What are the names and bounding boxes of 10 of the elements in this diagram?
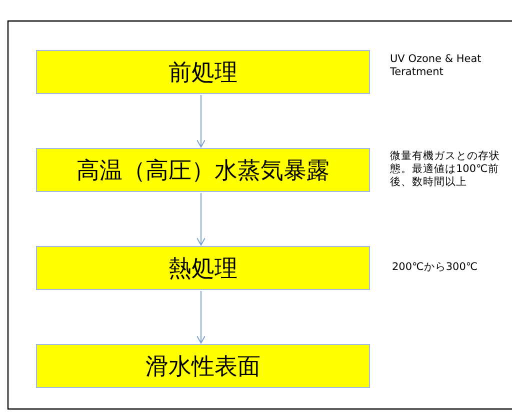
process-box: 前処理: [36, 50, 370, 94]
process-box: 滑水性表面: [36, 344, 370, 388]
arrow: [196, 94, 206, 148]
process-box: 高温（高圧）水蒸気暴露: [36, 148, 370, 192]
step-note: 200℃から300℃: [392, 261, 479, 274]
step-note: UV Ozone & Heat Teratment: [390, 53, 482, 79]
step-note: 微量有機ガスとの存状態。最適値は100℃前後、数時間以上: [390, 150, 501, 189]
process-box: 熱処理: [36, 246, 370, 290]
arrow: [196, 290, 206, 344]
arrow: [196, 192, 206, 246]
